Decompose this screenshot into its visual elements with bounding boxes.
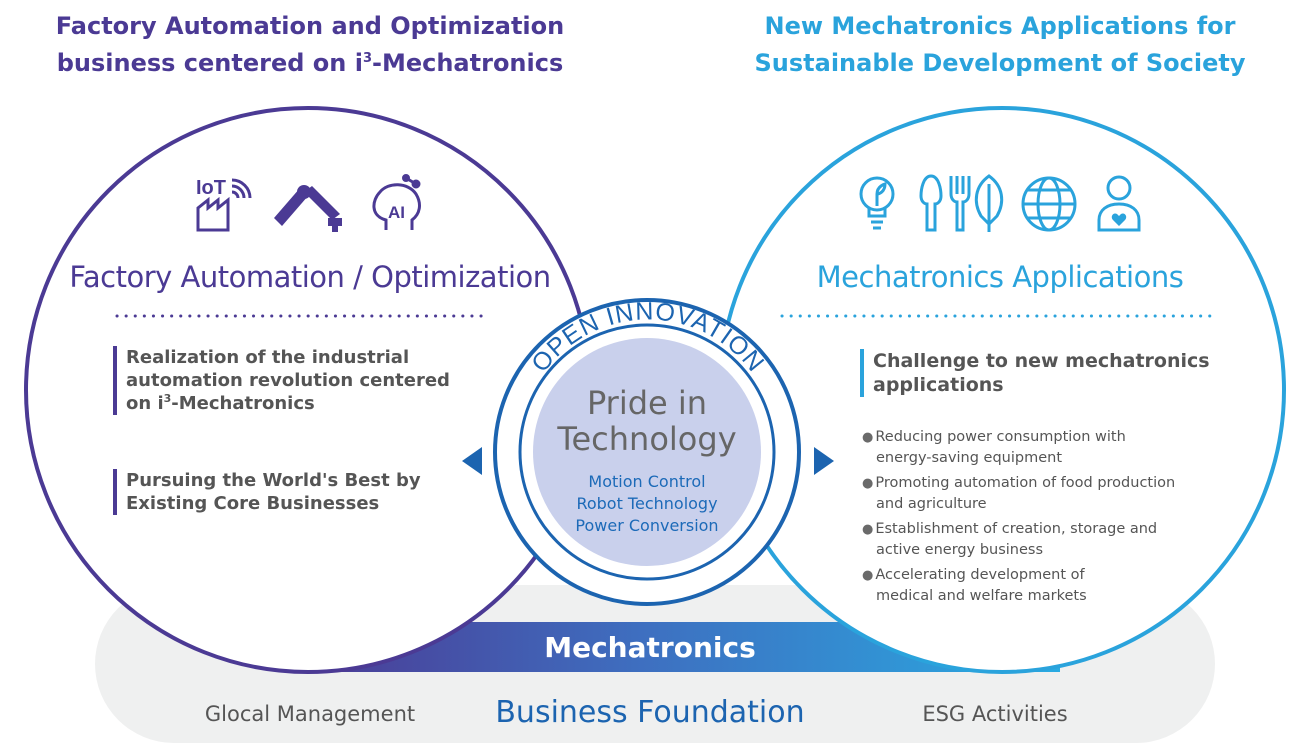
right-challenge-line1: Challenge to new mechatronics (873, 350, 1210, 372)
right-icons (859, 174, 1141, 232)
core-technologies: Motion Control Robot Technology Power Co… (527, 471, 767, 537)
right-heading-line2: Sustainable Development of Society (754, 49, 1246, 77)
bullet-dot-icon: ● (862, 430, 874, 445)
left-icons: IoT AI (196, 174, 421, 232)
left-item1-line3: on i3-Mechatronics (126, 392, 315, 414)
right-heading-line1: New Mechatronics Applications for (764, 12, 1236, 40)
iot-factory-icon: IoT (196, 177, 252, 232)
globe-icon (1021, 176, 1077, 232)
leaf-icon (974, 174, 1004, 232)
lightbulb-leaf-icon (859, 176, 895, 230)
left-heading-line1: Factory Automation and Optimization (55, 12, 565, 40)
iot-label: IoT (196, 177, 226, 199)
pride-in-technology: Pride in Technology (527, 385, 767, 457)
fork-knife-icon (919, 174, 971, 232)
bullet-dot-icon: ● (862, 476, 874, 491)
mechatronics-applications-title: Mechatronics Applications (816, 260, 1184, 294)
ai-head-icon: AI (372, 174, 421, 230)
left-item2-line2: Existing Core Businesses (126, 493, 380, 514)
tech-robot-technology: Robot Technology (576, 494, 718, 513)
left-item-automation-revolution: Realization of the industrial automation… (113, 346, 486, 415)
tech-motion-control: Motion Control (588, 472, 706, 491)
left-heading: Factory Automation and Optimization busi… (30, 8, 590, 82)
right-arrow-icon (814, 447, 834, 475)
person-heart-icon (1097, 175, 1141, 232)
left-item1-line2: automation revolution centered (126, 370, 450, 391)
glocal-management: Glocal Management (204, 702, 416, 726)
right-challenge: Challenge to new mechatronics applicatio… (860, 349, 1253, 397)
left-item-worlds-best: Pursuing the World's Best by Existing Co… (113, 469, 486, 515)
left-heading-line2: business centered on i3-Mechatronics (56, 49, 564, 77)
left-item1-line1: Realization of the industrial (126, 347, 410, 368)
esg-activities: ESG Activities (922, 702, 1068, 726)
bullet-dot-icon: ● (862, 522, 874, 537)
left-item2-line1: Pursuing the World's Best by (126, 470, 421, 491)
center-title-line2: Technology (557, 420, 737, 458)
right-heading: New Mechatronics Applications for Sustai… (715, 8, 1285, 82)
center-title-line1: Pride in (586, 384, 708, 422)
ai-label: AI (388, 203, 405, 222)
tech-power-conversion: Power Conversion (575, 516, 719, 535)
factory-automation-title: Factory Automation / Optimization (69, 260, 551, 294)
robot-arm-icon (274, 185, 342, 232)
left-arrow-icon (462, 447, 482, 475)
list-item: ●Promoting automation of food production… (862, 475, 1176, 512)
right-challenge-line2: applications (873, 374, 1004, 396)
center-disc (533, 338, 761, 566)
mechatronics-label: Mechatronics (544, 631, 756, 664)
bullet-dot-icon: ● (862, 568, 874, 583)
business-foundation: Business Foundation (495, 695, 805, 730)
